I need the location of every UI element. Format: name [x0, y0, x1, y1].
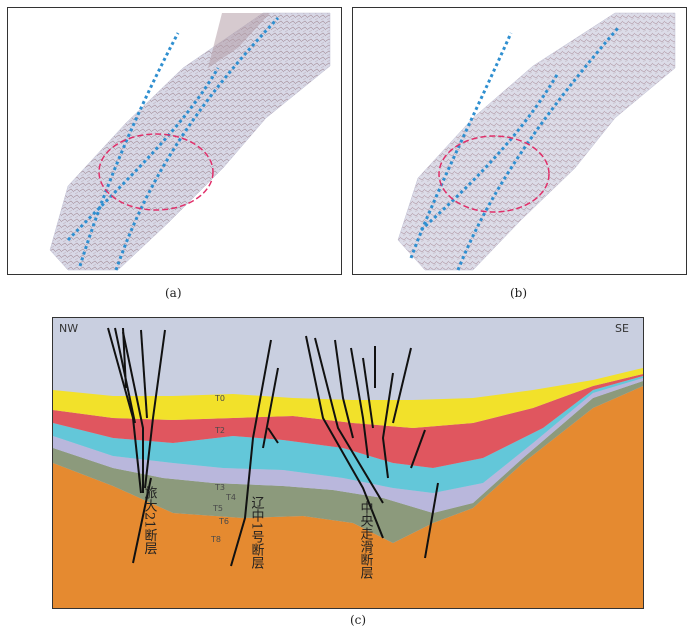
horizon-label-t2: T2: [214, 426, 225, 435]
layer-red: [53, 374, 643, 468]
fault-trace-1: [78, 32, 180, 267]
layer-yellow: [53, 368, 643, 428]
basement-layer: [53, 386, 643, 608]
fault-name-central-strike-slip: 中央走滑断层: [358, 501, 374, 580]
horizon-label-t8: T8: [210, 535, 221, 544]
panel-c-cross-section: NW SE T0 T2 T3 T4 T5 T6 T8: [52, 317, 644, 609]
fault-trace-2: [114, 16, 280, 271]
fault-trace-1: [409, 32, 513, 259]
panel-c-graphic: NW SE T0 T2 T3 T4 T5 T6 T8: [53, 318, 643, 608]
fault-name-lvda21-group: 旅大21断层: [142, 486, 158, 556]
fault-group-central-strike-slip: [305, 335, 439, 559]
panel-a-seismic-map: [7, 7, 342, 275]
panel-b-seismic-map: [352, 7, 687, 275]
horizon-label-t6: T6: [218, 517, 229, 526]
caption-a: (a): [165, 286, 182, 300]
fault-trace-3: [66, 67, 220, 242]
seismic-strip: [49, 12, 331, 271]
fault-group-liaozhong1: [230, 339, 279, 567]
highlight-ellipse: [98, 133, 214, 211]
horizon-label-t0: T0: [214, 394, 225, 403]
layer-cyan: [53, 376, 643, 493]
highlight-ellipse: [438, 135, 550, 213]
direction-se: SE: [615, 322, 629, 335]
strip-dark-band: [208, 13, 270, 68]
fault-trace-3: [419, 72, 560, 232]
fault-trace-2: [456, 27, 620, 271]
layer-grey-green: [53, 381, 643, 543]
horizon-label-t4: T4: [225, 493, 236, 502]
panel-a-graphic: [49, 12, 331, 271]
fault-name-lvda21: 旅大21断层: [142, 486, 158, 556]
caption-b: (b): [510, 286, 528, 300]
panel-b-graphic: [397, 12, 676, 271]
caption-c: (c): [350, 613, 367, 627]
fault-name-central-group: 中央走滑断层: [358, 501, 374, 580]
layer-lavender: [53, 378, 643, 513]
seismic-strip: [397, 12, 676, 271]
horizon-label-t3: T3: [214, 483, 225, 492]
fault-name-liaozhong1-group: 辽中1号断层: [249, 496, 265, 571]
fault-name-liaozhong1: 辽中1号断层: [249, 496, 265, 571]
fault-group-lvda21: [107, 327, 166, 564]
direction-nw: NW: [59, 322, 78, 335]
horizon-label-t5: T5: [212, 504, 223, 513]
